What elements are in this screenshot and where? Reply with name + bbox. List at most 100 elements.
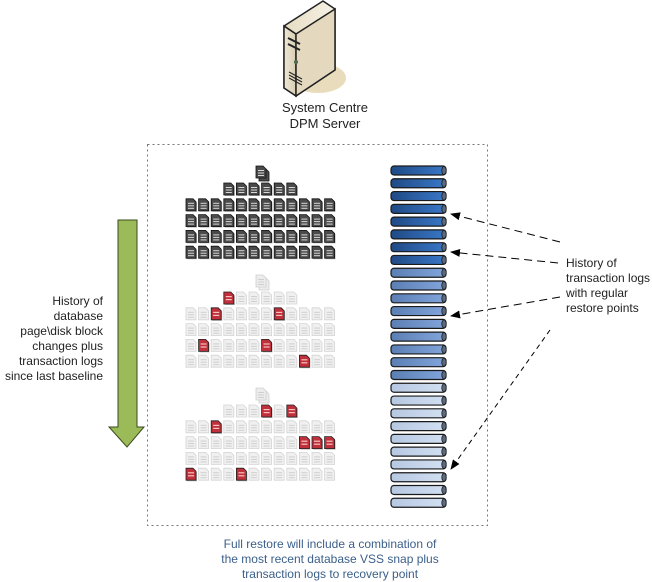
page-icon — [236, 436, 247, 449]
page-icon — [198, 420, 209, 434]
page-icon — [236, 291, 247, 305]
transaction-log-light — [390, 446, 447, 457]
transaction-log-light — [390, 459, 447, 470]
page-icon — [248, 214, 260, 228]
page-icon — [223, 420, 235, 434]
page-icon — [185, 198, 197, 212]
transaction-log-dark — [390, 242, 447, 253]
transaction-log-medium — [390, 280, 447, 291]
transaction-log-dark — [390, 216, 447, 227]
page-icon — [299, 245, 311, 260]
transaction-log-light — [390, 382, 447, 393]
page-icon — [261, 436, 272, 449]
page-icon — [248, 198, 260, 212]
page-icon — [324, 420, 335, 434]
page-icon — [324, 467, 335, 481]
page-icon — [236, 354, 247, 368]
page-icon — [261, 230, 273, 244]
page-icon — [198, 436, 209, 449]
transaction-log-medium — [390, 344, 447, 355]
page-icon — [198, 307, 209, 321]
restore-point-arrow — [450, 212, 561, 243]
page-group-baseline-snapshot — [185, 165, 336, 260]
page-icon — [261, 182, 273, 196]
page-icon — [273, 230, 286, 244]
label-line: History of database — [52, 294, 103, 323]
label-line: transaction logs to recovery point — [241, 567, 419, 581]
restore-point-arrow — [450, 248, 559, 264]
page-icon — [236, 198, 248, 212]
page-icon — [273, 198, 286, 212]
page-groups — [185, 165, 336, 482]
page-icon — [273, 214, 286, 228]
page-icon — [210, 452, 222, 465]
page-icon — [198, 452, 209, 465]
page-icon — [198, 214, 210, 228]
page-icon — [210, 245, 223, 260]
page-icon — [185, 452, 197, 465]
changed-page-icon — [286, 404, 298, 418]
changed-page-icon — [198, 339, 210, 353]
transaction-log-light — [390, 395, 447, 406]
server-label-line1: System Centre — [282, 100, 368, 115]
full-restore-note: Full restore will include a combination … — [180, 537, 480, 582]
page-icon — [299, 230, 311, 244]
page-icon — [261, 291, 272, 305]
page-icon — [261, 420, 272, 434]
changed-page-icon — [210, 307, 223, 321]
page-icon — [273, 467, 285, 481]
page-icon — [198, 230, 210, 244]
page-icon — [210, 323, 222, 336]
page-icon — [236, 230, 248, 244]
page-icon — [236, 245, 248, 260]
page-icon — [299, 420, 310, 434]
page-icon — [261, 354, 272, 368]
page-icon — [236, 339, 247, 352]
page-icon — [324, 214, 336, 228]
page-icon — [223, 323, 235, 336]
transaction-log-dark — [390, 190, 447, 202]
page-icon — [248, 245, 260, 260]
transaction-log-light — [390, 497, 447, 508]
page-icon — [248, 467, 260, 481]
page-icon — [248, 436, 260, 449]
page-icon — [223, 182, 235, 196]
page-icon — [223, 245, 235, 260]
page-icon — [324, 307, 335, 321]
label-line: restore points — [566, 301, 639, 315]
page-icon — [248, 452, 260, 465]
timeline-down-arrow — [107, 219, 146, 448]
page-icon — [185, 420, 197, 434]
changed-page-icon — [261, 339, 273, 353]
page-icon — [236, 214, 248, 228]
page-icon — [236, 323, 247, 336]
page-icon — [248, 291, 260, 305]
page-icon — [261, 214, 273, 228]
page-icon — [311, 323, 323, 336]
page-icon — [236, 404, 247, 418]
page-icon — [324, 245, 336, 260]
transaction-log-light — [390, 484, 447, 496]
page-icon — [311, 339, 323, 352]
page-icon — [273, 354, 285, 368]
page-icon — [299, 214, 311, 228]
changed-page-icon — [236, 467, 248, 482]
page-icon — [324, 452, 335, 465]
page-icon — [198, 467, 209, 481]
restore-point-arrow — [450, 296, 561, 319]
transaction-log-light — [390, 472, 447, 483]
transaction-log-medium — [390, 357, 447, 368]
transaction-log-light — [390, 408, 447, 419]
page-icon — [273, 404, 285, 418]
page-icon — [185, 339, 197, 352]
label-line: page\disk block — [20, 324, 103, 338]
transaction-log-dark — [390, 229, 447, 240]
page-icon — [223, 198, 235, 212]
page-icon — [223, 307, 235, 321]
page-icon — [210, 436, 222, 449]
changed-page-icon — [324, 436, 336, 450]
page-icon — [299, 339, 310, 352]
page-icon — [286, 323, 298, 336]
page-icon — [286, 291, 298, 305]
